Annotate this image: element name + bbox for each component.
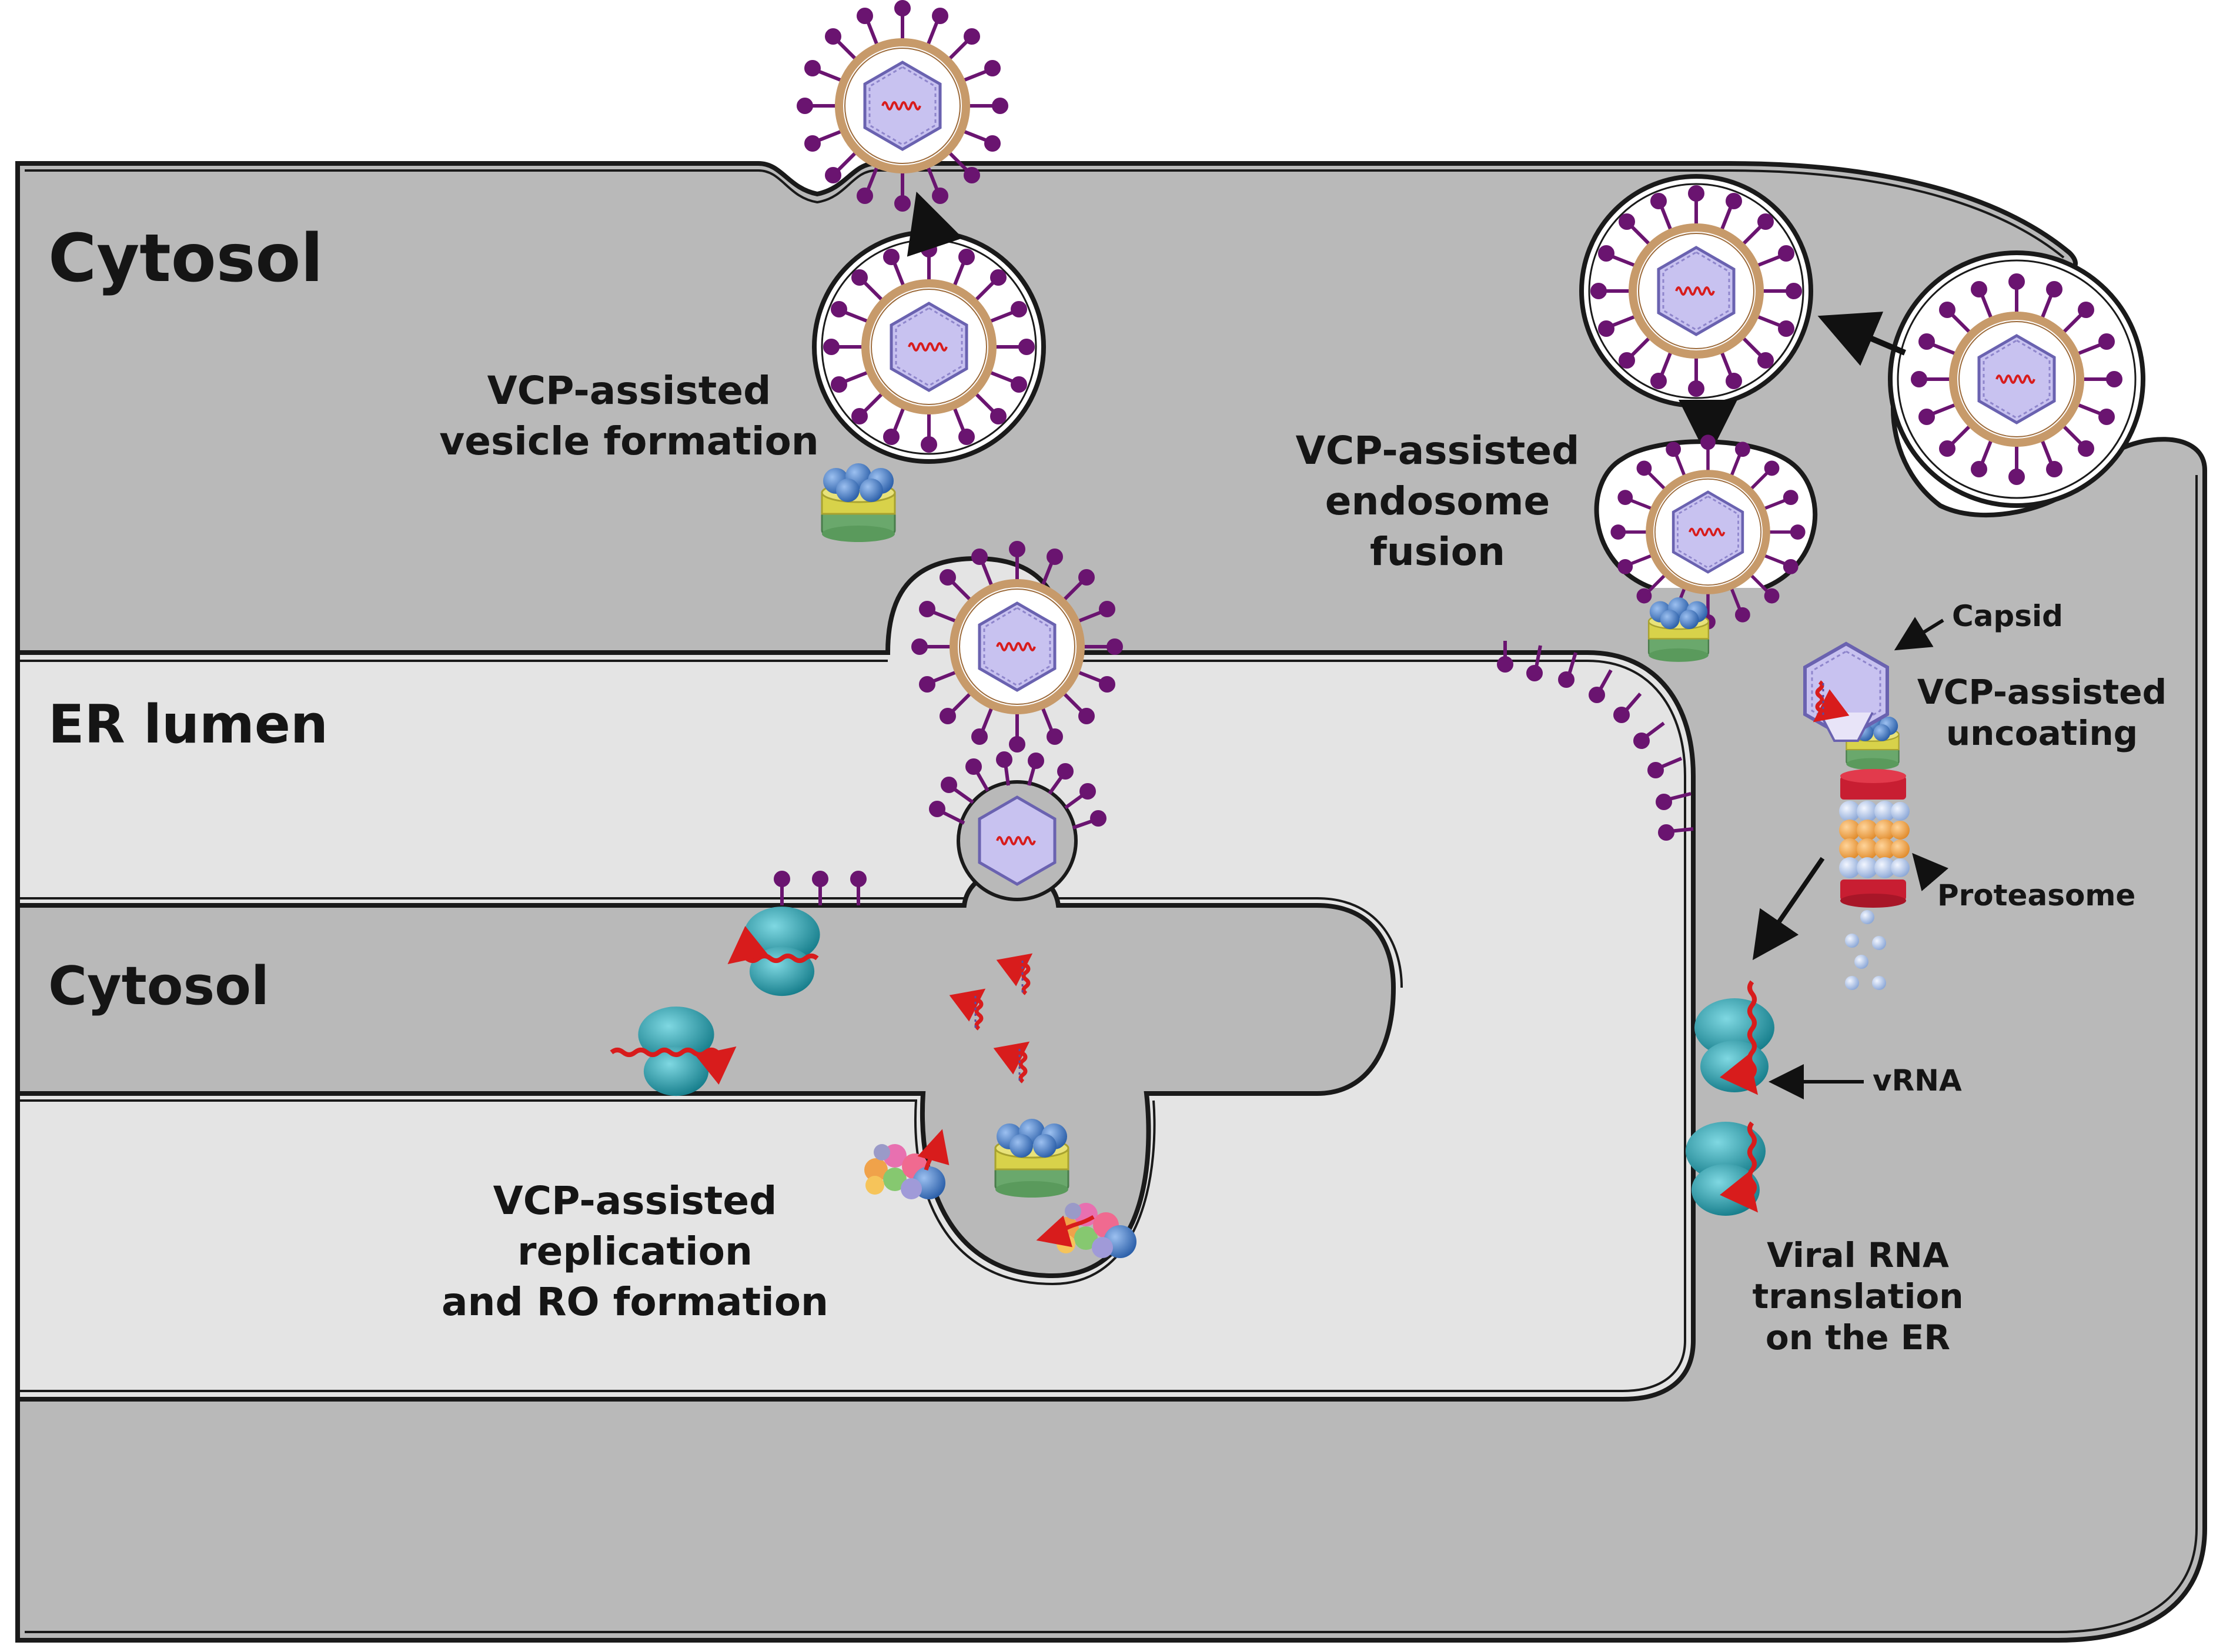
label-cytosol-inner: Cytosol [48,955,269,1017]
callout-proteasome-line [1912,852,1949,891]
ribosome-inner-top [744,907,820,996]
label-vesicle-formation-line2: vesicle formation [439,419,819,464]
label-er-lumen: ER lumen [48,694,328,755]
fusing-endosome [1594,436,1818,628]
label-endosome-fusion-line1: VCP-assisted [1295,428,1580,473]
callout-capsid: Capsid [1952,599,2063,633]
arrow-endocytosis [1817,312,1906,366]
label-replication-line1: VCP-assisted [493,1178,777,1223]
label-translation-line1: Viral RNA [1767,1235,1949,1275]
virion-er-lumen-bud [929,751,1107,901]
arrow-to-translation [1752,857,1825,961]
virion-er-bud [913,543,1121,751]
label-replication: VCP-assisted replication and RO formatio… [412,1176,858,1327]
callout-proteasome: Proteasome [1937,878,2136,912]
label-translation-line2: translation [1752,1276,1964,1316]
capsid-uncoating [1803,641,1889,742]
ribosome-er-top [1694,998,1774,1092]
label-translation: Viral RNA translation on the ER [1746,1235,1970,1358]
arrow-bud [907,192,963,257]
label-vesicle-formation: VCP-assisted vesicle formation [412,366,847,467]
label-replication-line2: replication [517,1229,753,1274]
ribosome-inner-bottom [638,1006,714,1096]
vcp-replication [994,1118,1069,1199]
label-endosome-fusion-line2: endosome [1325,479,1550,524]
peptide-fragments [1845,910,1886,990]
label-vesicle-formation-line1: VCP-assisted [487,368,771,413]
label-uncoating-line1: VCP-assisted [1917,672,2167,712]
endosome-top-right [1579,174,1813,408]
proteasome [1839,769,1910,908]
er-spikes [1497,641,1694,841]
vcp-endosome [1647,596,1710,663]
label-endosome-fusion: VCP-assisted endosome fusion [1270,426,1605,577]
label-endosome-fusion-line3: fusion [1370,529,1505,574]
virion-budding-top [798,2,1007,210]
vesicle-top-left [812,230,1046,464]
endocytic-pit [1888,250,2145,508]
label-translation-line3: on the ER [1765,1317,1951,1357]
label-replication-line3: and RO formation [441,1279,829,1325]
callout-capsid-line [1894,617,1944,651]
label-cytosol-top: Cytosol [48,220,323,297]
vcp-vesicle [821,462,896,543]
label-uncoating-line2: uncoating [1945,713,2138,753]
callout-vrna: vRNA [1873,1064,1962,1098]
label-uncoating: VCP-assisted uncoating [1898,671,2186,754]
